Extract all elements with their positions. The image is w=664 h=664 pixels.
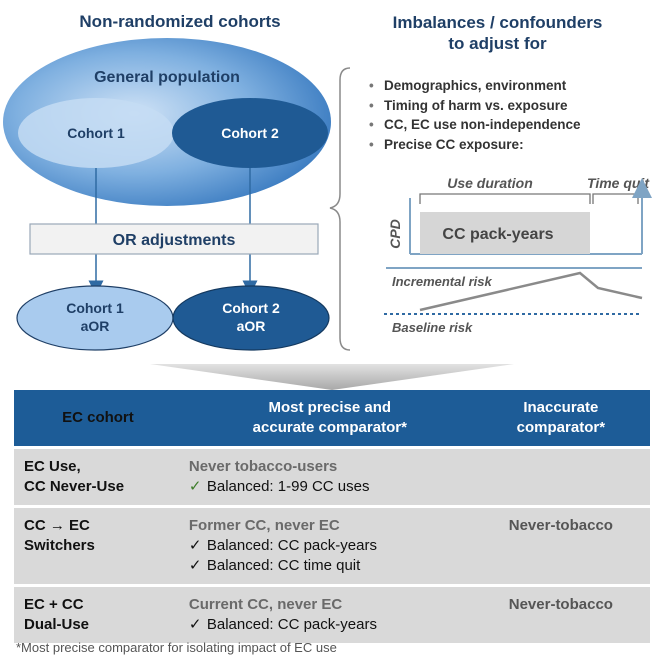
inaccurate-cell: [471, 446, 650, 507]
comparator-text: Current CC, never EC: [188, 596, 343, 613]
comparator-cell: Former CC, never EC ✓Balanced: CC pack-y…: [187, 505, 472, 586]
section-chevron: [150, 364, 514, 390]
comparator-cell: Never tobacco-users ✓Balanced: 1-99 CC u…: [187, 446, 472, 507]
check-icon: ✓: [188, 616, 202, 633]
cohort-cell: EC Use, CC Never-Use: [14, 446, 188, 507]
cpd-label: CPD: [387, 219, 403, 249]
cohort-diagram: General population Cohort 1 Cohort 2 OR …: [3, 38, 331, 351]
use-duration-bracket: [419, 193, 591, 204]
bullet-item: Precise CC exposure:: [384, 135, 581, 155]
pack-years-label: CC pack-years: [442, 226, 553, 243]
comparator-text: Former CC, never EC: [188, 517, 340, 534]
cohort-line1: EC Use,: [24, 458, 81, 475]
time-quit-bracket: [592, 193, 639, 204]
cohort1-aor-line2: aOR: [81, 318, 110, 334]
comparator-cell: Current CC, never EC ✓Balanced: CC pack-…: [187, 584, 472, 643]
header-inaccurate-comparator: Inaccurate comparator*: [471, 390, 650, 448]
inaccurate-cell: Never-tobacco: [471, 584, 650, 643]
pack-years-rect: [420, 212, 590, 254]
cohort1-ellipse: [18, 98, 174, 168]
table-row: EC + CC Dual-Use Current CC, never EC ✓B…: [14, 584, 650, 643]
or-adjustments-label: OR adjustments: [113, 232, 236, 249]
cohort2-aor-line2: aOR: [237, 318, 266, 334]
incremental-risk-line: [419, 271, 643, 312]
table-header-row: EC cohort Most precise and accurate comp…: [14, 390, 650, 448]
check-icon: ✓: [188, 557, 202, 574]
use-duration-label: Use duration: [447, 175, 533, 191]
header-precise-line2: accurate comparator*: [252, 419, 407, 436]
balanced-text: Balanced: CC pack-years: [206, 537, 377, 554]
cohort2-ellipse: [172, 98, 328, 168]
time-quit-label: Time quit: [587, 175, 650, 191]
header-inaccurate-line2: comparator*: [516, 419, 606, 436]
cohort-cell: EC + CC Dual-Use: [14, 584, 188, 643]
cohort-line2: Dual-Use: [24, 616, 90, 633]
baseline-risk-label: Baseline risk: [392, 320, 473, 335]
bullet-item: CC, EC use non-independence: [384, 115, 581, 135]
table-row: CC → EC Switchers Former CC, never EC ✓B…: [14, 505, 650, 586]
balanced-text: Balanced: CC pack-years: [206, 616, 377, 633]
check-icon: ✓: [188, 537, 202, 554]
check-icon: ✓: [188, 478, 202, 495]
balanced-text: Balanced: 1-99 CC uses: [206, 478, 370, 495]
curly-bracket: [329, 67, 351, 351]
exposure-risk-diagram: Use duration Time quit CPD CC pack-years…: [384, 175, 652, 335]
cohort2-aor-line1: Cohort 2: [222, 300, 280, 316]
or-adjustments-box: [29, 223, 319, 255]
header-precise-line1: Most precise and: [268, 399, 392, 416]
cohort-line2: Switchers: [24, 537, 95, 554]
inaccurate-cell: Never-tobacco: [471, 505, 650, 586]
cohort-line2: CC Never-Use: [24, 478, 125, 495]
left-panel-title: Non-randomized cohorts: [79, 12, 281, 31]
cohort2-aor-ellipse: [172, 285, 330, 351]
header-precise-comparator: Most precise and accurate comparator*: [187, 390, 472, 448]
balanced-text: Balanced: CC time quit: [206, 557, 361, 574]
balanced-item: ✓Balanced: 1-99 CC uses: [189, 477, 471, 497]
confounder-list: Demographics, environment Timing of harm…: [384, 76, 581, 154]
incremental-risk-label: Incremental risk: [392, 274, 492, 289]
balanced-item: ✓Balanced: CC pack-years: [189, 615, 471, 635]
bullet-item: Timing of harm vs. exposure: [384, 96, 581, 116]
bullet-item: Demographics, environment: [384, 76, 581, 96]
right-title-line2: to adjust for: [448, 34, 547, 53]
cohort1-label: Cohort 1: [67, 125, 125, 141]
balanced-item: ✓Balanced: CC time quit: [189, 556, 471, 576]
header-ec-cohort: EC cohort: [14, 390, 188, 448]
right-panel-title: Imbalances / confounders to adjust for: [355, 12, 640, 54]
cohort2-label: Cohort 2: [221, 125, 279, 141]
general-population-label: General population: [94, 69, 240, 86]
balanced-item: ✓Balanced: CC pack-years: [189, 536, 471, 556]
cohort1-aor-line1: Cohort 1: [66, 300, 124, 316]
table-row: EC Use, CC Never-Use Never tobacco-users…: [14, 446, 650, 507]
right-title-line1: Imbalances / confounders: [392, 13, 603, 32]
header-inaccurate-line1: Inaccurate: [523, 399, 599, 416]
footnote: *Most precise comparator for isolating i…: [16, 640, 337, 655]
cohort-line1: CC → EC: [24, 517, 90, 534]
cohort-line1: EC + CC: [24, 596, 84, 613]
comparator-text: Never tobacco-users: [188, 458, 338, 475]
cohort-cell: CC → EC Switchers: [14, 505, 188, 586]
comparator-table: EC cohort Most precise and accurate comp…: [14, 390, 650, 643]
